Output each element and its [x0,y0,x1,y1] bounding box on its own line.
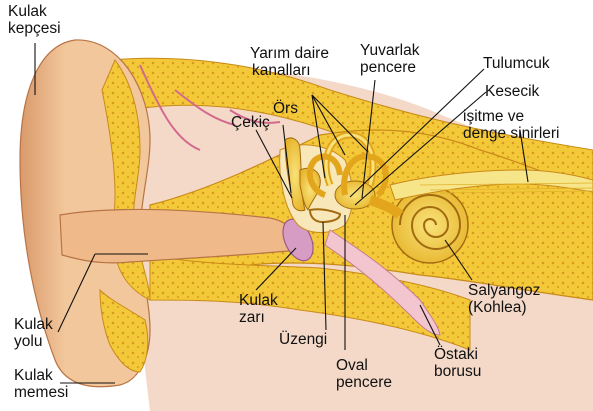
label-ear-canal-line-2: yolu [14,333,53,350]
label-semicircular-line-1: Yarım daire [250,45,329,62]
label-cochlea: Salyangoz (Kohlea) [468,282,540,316]
label-round-window-line-1: Yuvarlak [360,42,419,59]
label-stapes-line-1: Üzengi [279,331,327,348]
label-eardrum: Kulak zarı [239,292,278,326]
label-eustachian-line-1: Östaki [434,346,481,363]
label-eustachian-line-2: borusu [434,363,481,380]
label-auricle-line-2: kepçesi [8,20,61,37]
label-earlobe: Kulak memesi [14,367,68,401]
label-oval-window-line-2: pencere [336,374,392,391]
label-oval-window-line-1: Oval [336,357,392,374]
label-eustachian-tube: Östaki borusu [434,346,481,380]
label-semicircular-line-2: kanalları [250,62,329,79]
label-incus: Örs [273,100,298,117]
label-ear-canal-line-1: Kulak [14,316,53,333]
label-semicircular-canals: Yarım daire kanalları [250,45,329,79]
label-auricle: Kulak kepçesi [8,3,61,37]
label-round-window: Yuvarlak pencere [360,42,419,76]
label-nerves-line-2: denge sinirleri [463,125,560,142]
label-oval-window: Oval pencere [336,357,392,391]
label-cochlea-line-2: (Kohlea) [468,299,540,316]
label-incus-line-1: Örs [273,100,298,117]
label-cochlea-line-1: Salyangoz [468,282,540,299]
label-ear-canal: Kulak yolu [14,316,53,350]
label-utricle: Tulumcuk [483,55,550,72]
label-auricle-line-1: Kulak [8,3,61,20]
label-earlobe-line-1: Kulak [14,367,68,384]
label-stapes: Üzengi [279,331,327,348]
label-nerves: işitme ve denge sinirleri [463,108,560,142]
label-saccule-line-1: Kesecik [485,83,539,100]
label-utricle-line-1: Tulumcuk [483,55,550,72]
label-eardrum-line-1: Kulak [239,292,278,309]
label-nerves-line-1: işitme ve [463,108,560,125]
label-earlobe-line-2: memesi [14,384,68,401]
label-malleus: Çekiç [231,114,270,131]
label-eardrum-line-2: zarı [239,309,278,326]
label-round-window-line-2: pencere [360,59,419,76]
label-saccule: Kesecik [485,83,539,100]
label-malleus-line-1: Çekiç [231,114,270,131]
